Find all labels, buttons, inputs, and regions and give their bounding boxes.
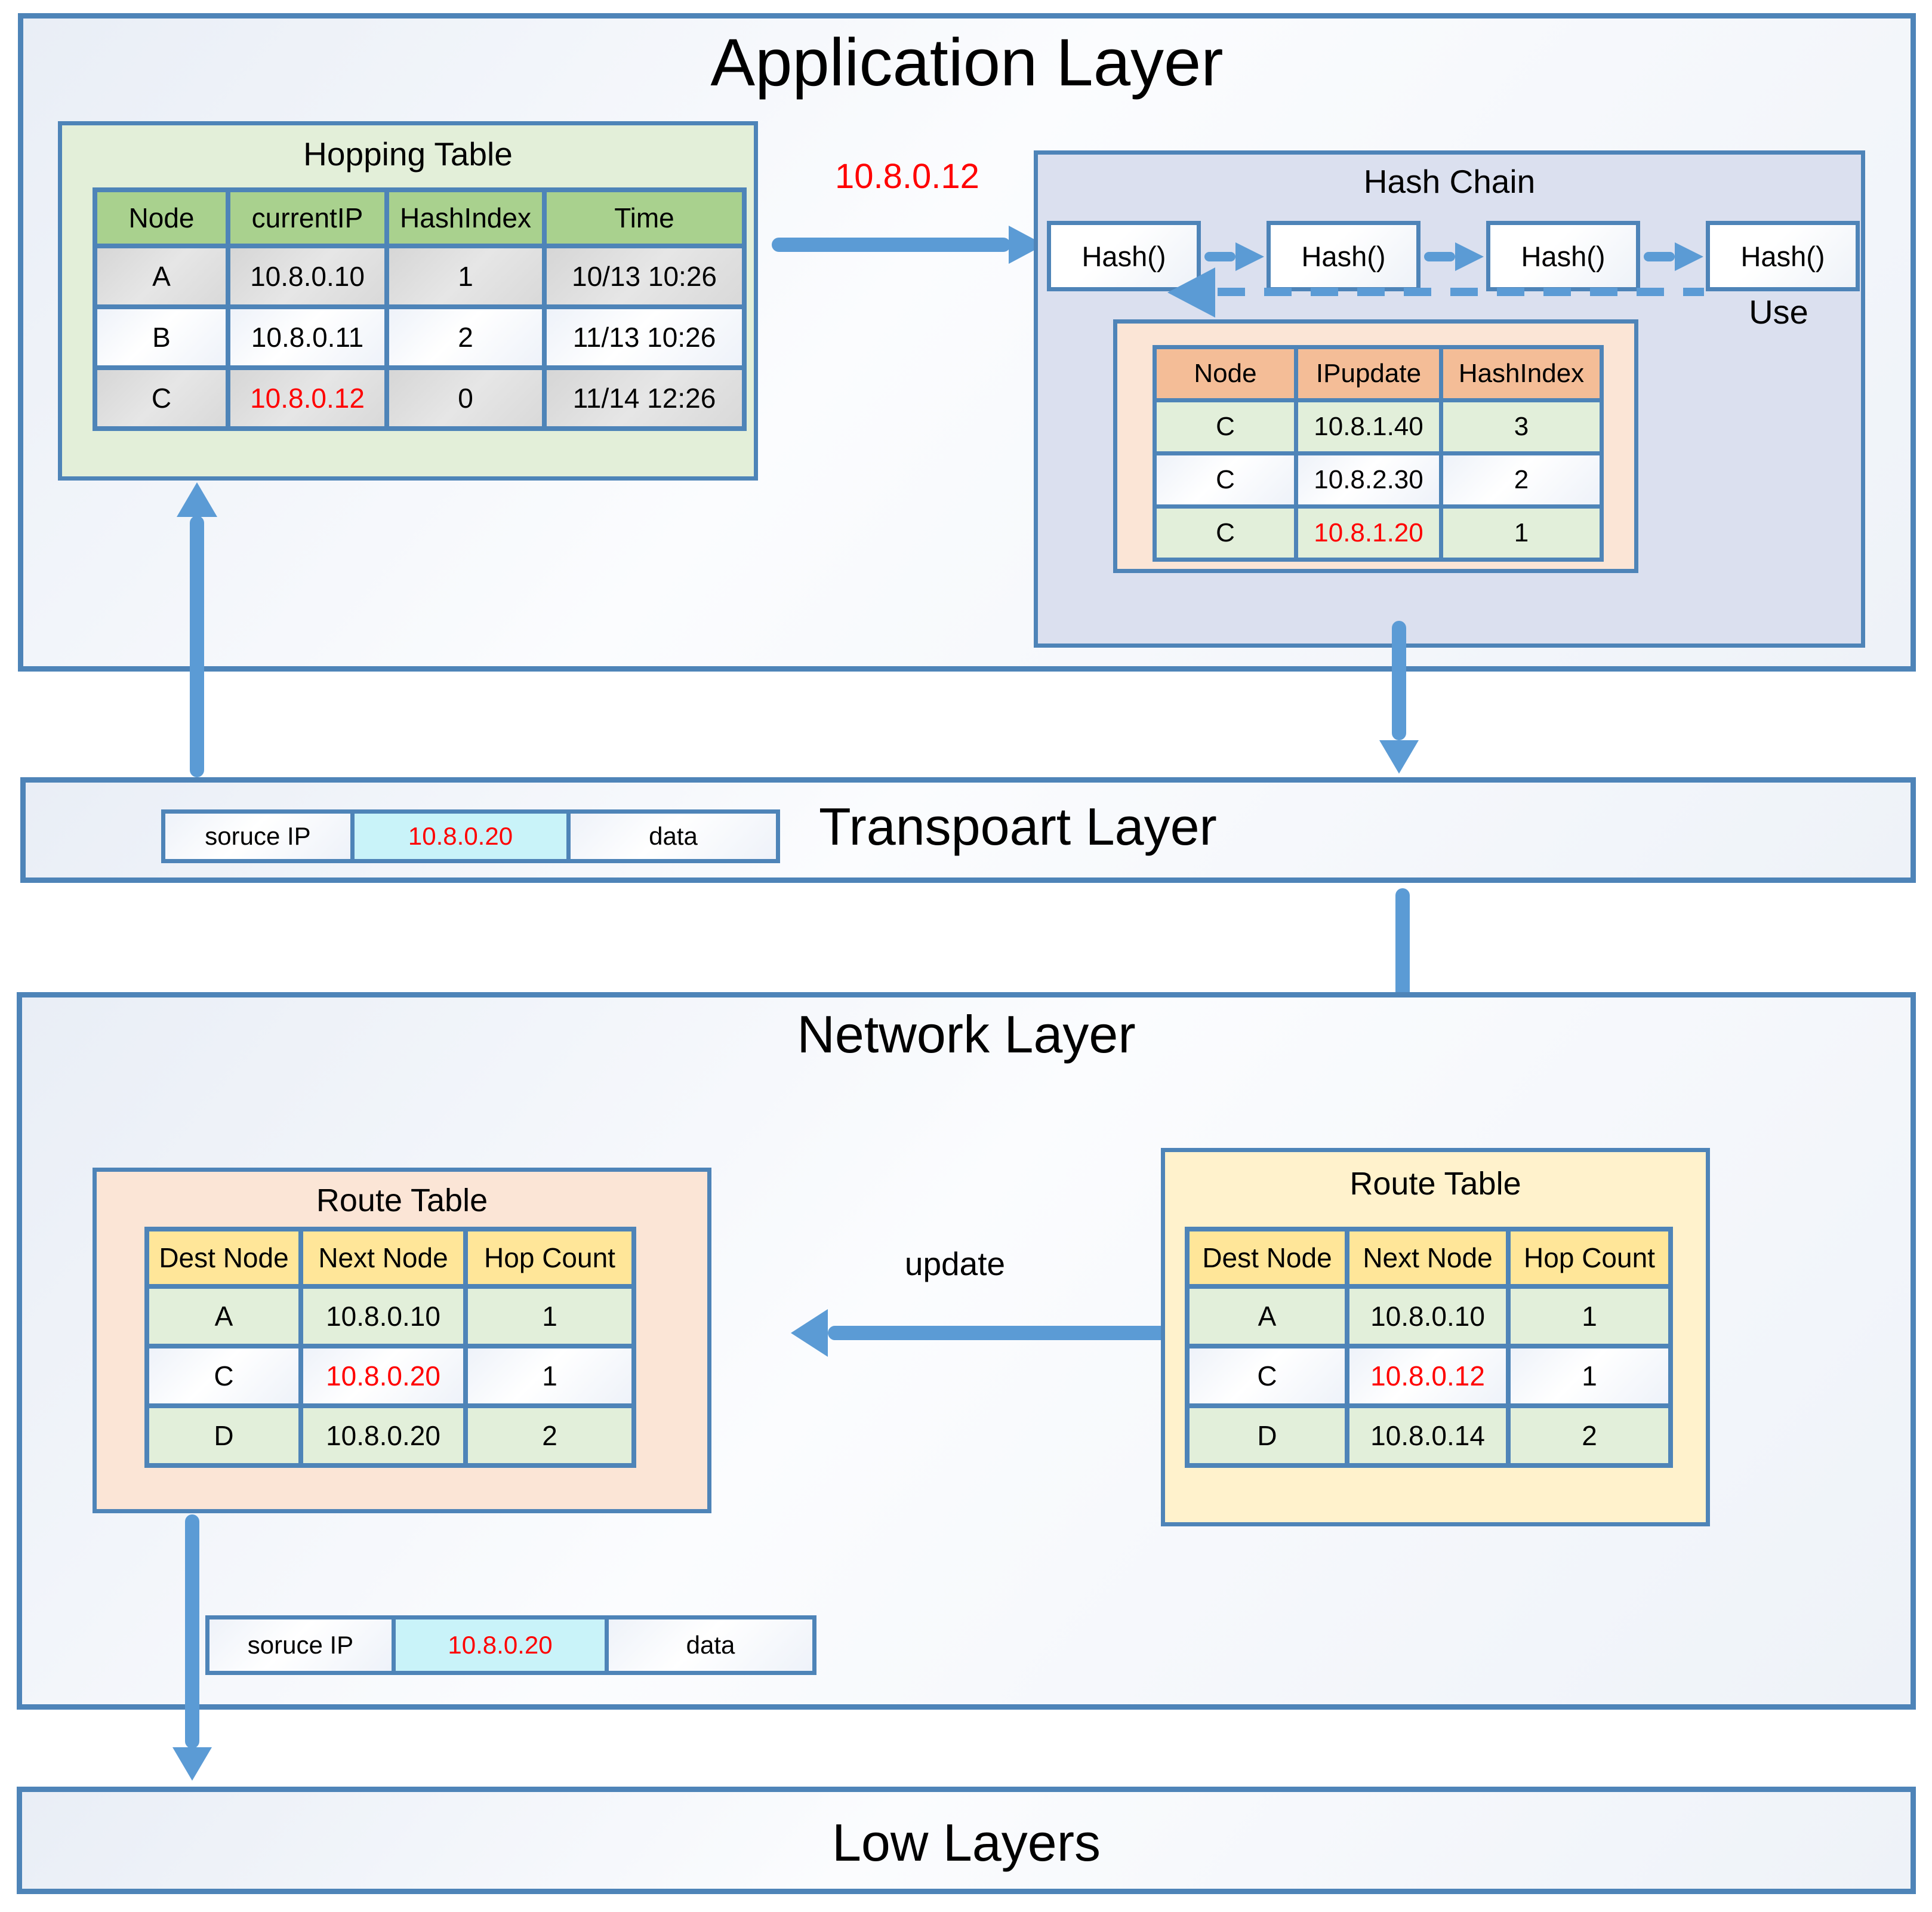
routeL-cell-next: 10.8.0.10: [303, 1289, 463, 1344]
routeL-cell-next: 10.8.0.20: [303, 1408, 463, 1463]
hashtable-cell-index: 3: [1443, 402, 1600, 451]
hashtable-header-hashindex: HashIndex: [1443, 349, 1600, 398]
arrow-hash2-to-hash3-shaft: [1424, 252, 1455, 261]
arrow-hashchain-to-transport-head: [1379, 740, 1419, 774]
transport-packet: soruce IP 10.8.0.20 data: [161, 809, 780, 863]
arrow-update-head: [791, 1309, 828, 1357]
hopping-table-title: Hopping Table: [303, 136, 513, 173]
hopping-cell-node: A: [97, 248, 226, 304]
use-label: Use: [1749, 293, 1808, 331]
hopping-cell-ip: 10.8.0.11: [230, 309, 384, 365]
routeR-cell-hops: 1: [1511, 1348, 1668, 1403]
route-table-right: Dest Node Next Node Hop Count A 10.8.0.1…: [1185, 1227, 1673, 1468]
update-label: update: [904, 1245, 1006, 1282]
hash-function-box-1: Hash(): [1047, 221, 1201, 291]
hash-update-table: Node IPupdate HashIndex C 10.8.1.40 3 C …: [1153, 345, 1604, 562]
hashtable-cell-index: 1: [1443, 509, 1600, 558]
hopping-cell-time: 11/13 10:26: [547, 309, 742, 365]
packet-ip-cell: 10.8.0.20: [396, 1619, 605, 1671]
routeL-cell-dest: C: [149, 1348, 298, 1403]
arrow-update-shaft: [828, 1326, 1186, 1340]
hopping-cell-index: 1: [389, 248, 542, 304]
network-packet: soruce IP 10.8.0.20 data: [205, 1615, 816, 1675]
hashtable-cell-node: C: [1157, 402, 1294, 451]
hashtable-cell-index: 2: [1443, 455, 1600, 504]
routeL-cell-dest: D: [149, 1408, 298, 1463]
routeR-header-next: Next Node: [1349, 1231, 1506, 1284]
arrow-hash3-to-hash4-shaft: [1644, 252, 1675, 261]
use-return-dashed-line: [1218, 288, 1704, 296]
routeR-cell-dest: A: [1190, 1289, 1345, 1344]
routeR-cell-hops: 2: [1511, 1408, 1668, 1463]
transport-layer-title: Transpoart Layer: [819, 797, 1217, 856]
hopping-cell-ip: 10.8.0.10: [230, 248, 384, 304]
hopping-header-currentip: currentIP: [230, 192, 384, 244]
routeR-cell-dest: D: [1190, 1408, 1345, 1463]
hash-function-box-3: Hash(): [1486, 221, 1640, 291]
hashtable-cell-node: C: [1157, 509, 1294, 558]
arrow-transport-to-hopping-head: [177, 482, 217, 517]
hashtable-cell-ip: 10.8.1.40: [1298, 402, 1439, 451]
hashtable-header-ipupdate: IPupdate: [1298, 349, 1439, 398]
low-layers-box: [17, 1787, 1916, 1894]
hashtable-cell-ip: 10.8.1.20: [1298, 509, 1439, 558]
arrow-hash1-to-hash2-head: [1235, 242, 1264, 271]
routeR-header-dest: Dest Node: [1190, 1231, 1345, 1284]
hash-function-box-4: Hash(): [1706, 221, 1860, 291]
routeL-header-hops: Hop Count: [468, 1231, 631, 1284]
hopping-table: Node currentIP HashIndex Time A 10.8.0.1…: [93, 187, 747, 431]
route-table-left-title: Route Table: [316, 1183, 488, 1218]
packet-data-cell: data: [571, 814, 776, 859]
hash-chain-title: Hash Chain: [1363, 163, 1536, 200]
hopping-cell-ip: 10.8.0.12: [230, 370, 384, 426]
routeR-cell-next: 10.8.0.10: [1349, 1289, 1506, 1344]
routeR-cell-next: 10.8.0.12: [1349, 1348, 1506, 1403]
routeL-cell-hops: 2: [468, 1408, 631, 1463]
routeL-header-dest: Dest Node: [149, 1231, 298, 1284]
hopping-cell-node: B: [97, 309, 226, 365]
routeR-cell-next: 10.8.0.14: [1349, 1408, 1506, 1463]
packet-source-cell: soruce IP: [165, 814, 350, 859]
routeR-header-hops: Hop Count: [1511, 1231, 1668, 1284]
route-table-right-title: Route Table: [1349, 1166, 1521, 1202]
hopping-cell-time: 11/14 12:26: [547, 370, 742, 426]
arrow-hashchain-to-transport-shaft: [1392, 621, 1406, 740]
arrow-hash2-to-hash3-head: [1455, 242, 1484, 271]
hopping-cell-time: 10/13 10:26: [547, 248, 742, 304]
flow-ip-label: 10.8.0.12: [835, 157, 979, 196]
arrow-transport-to-hopping-shaft: [190, 516, 204, 777]
hashtable-cell-node: C: [1157, 455, 1294, 504]
arrow-network-to-low-head: [172, 1747, 212, 1781]
use-return-arrow-head: [1167, 267, 1215, 318]
hashtable-header-node: Node: [1157, 349, 1294, 398]
routeL-cell-dest: A: [149, 1289, 298, 1344]
routeL-cell-hops: 1: [468, 1348, 631, 1403]
routeR-cell-hops: 1: [1511, 1289, 1668, 1344]
hashtable-cell-ip: 10.8.2.30: [1298, 455, 1439, 504]
hash-function-box-2: Hash(): [1267, 221, 1421, 291]
hopping-header-time: Time: [547, 192, 742, 244]
arrow-hash1-to-hash2-shaft: [1204, 252, 1235, 261]
hopping-cell-index: 2: [389, 309, 542, 365]
arrow-hash3-to-hash4-head: [1675, 242, 1703, 271]
application-layer-title: Application Layer: [710, 25, 1224, 100]
packet-source-cell: soruce IP: [209, 1619, 392, 1671]
hopping-cell-node: C: [97, 370, 226, 426]
arrow-network-to-low-shaft: [185, 1514, 199, 1748]
route-table-left: Dest Node Next Node Hop Count A 10.8.0.1…: [144, 1227, 636, 1468]
routeL-cell-hops: 1: [468, 1289, 631, 1344]
low-layers-title: Low Layers: [831, 1813, 1101, 1872]
network-layer-title: Network Layer: [797, 1005, 1136, 1064]
packet-ip-cell: 10.8.0.20: [355, 814, 566, 859]
hopping-cell-index: 0: [389, 370, 542, 426]
hopping-header-node: Node: [97, 192, 226, 244]
routeL-cell-next: 10.8.0.20: [303, 1348, 463, 1403]
routeL-header-next: Next Node: [303, 1231, 463, 1284]
routeR-cell-dest: C: [1190, 1348, 1345, 1403]
arrow-hopping-to-hashchain-shaft: [772, 238, 1010, 252]
hopping-header-hashindex: HashIndex: [389, 192, 542, 244]
packet-data-cell: data: [609, 1619, 812, 1671]
